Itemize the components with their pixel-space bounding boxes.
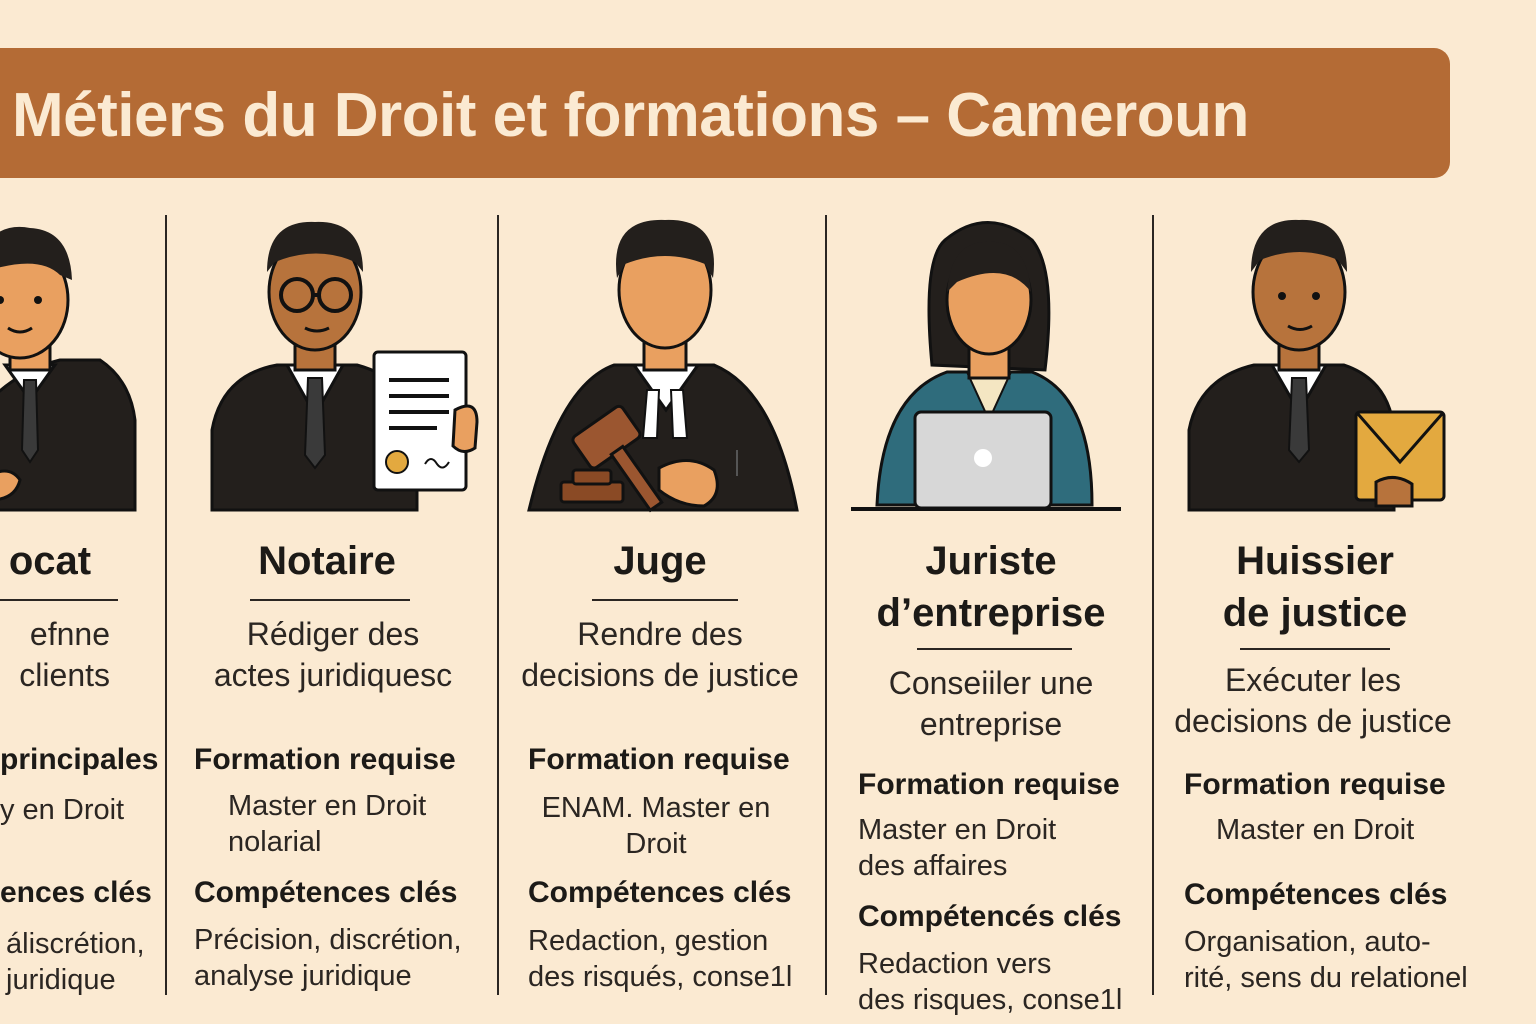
formation-text: y en Droit — [0, 794, 125, 826]
column-divider — [825, 215, 827, 995]
profession-description: Rendre des decisions de justice — [521, 616, 799, 693]
skills-heading: ences clés — [0, 876, 152, 909]
profession-card-huissier: Huissier de justice Exécuter les decisio… — [1154, 200, 1536, 1024]
profession-title: Juge — [613, 539, 707, 583]
profession-description: Exécuter les decisions de justice — [1174, 662, 1452, 739]
title-underline — [0, 599, 118, 601]
profession-card-notaire: Notaire Rédiger des actes juridiquesc Fo… — [167, 200, 497, 1024]
skills-text: áliscrétion, juridique — [6, 928, 145, 996]
formation-heading: Formation requise — [528, 743, 790, 776]
formation-heading: Formation requise — [858, 768, 1120, 801]
profession-card-avocat: ocat efnne clients principales y en Droi… — [0, 200, 165, 1024]
title-banner — [0, 48, 1450, 178]
corporate-lawyer-icon — [851, 221, 1121, 511]
profession-description: efnne clients — [19, 616, 110, 693]
formation-text: Master en Droit — [1216, 814, 1415, 846]
title-underline — [250, 599, 410, 601]
column-divider — [497, 215, 499, 995]
skills-text: Organisation, auto- rité, sens du relati… — [1184, 926, 1468, 994]
lawyer-icon — [0, 226, 137, 512]
profession-card-juriste-entreprise: Juriste d’entreprise Conseiiler une entr… — [827, 200, 1152, 1024]
skills-heading: Compétences clés — [194, 876, 458, 909]
formation-text: Master en Droit des affaires — [858, 814, 1057, 882]
skills-heading: Compétencés clés — [858, 900, 1122, 933]
formation-heading: principales — [0, 743, 159, 776]
notary-icon — [210, 221, 479, 512]
skills-heading: Compétences clés — [528, 876, 792, 909]
title-underline — [917, 648, 1072, 650]
formation-heading: Formation requise — [194, 743, 456, 776]
skills-text: Redaction vers des risques, conse1l — [858, 948, 1123, 1016]
skills-text: Redaction, gestion des risqués, conse1l — [528, 925, 793, 993]
profession-description: Conseiiler une entreprise — [888, 665, 1094, 742]
title-underline — [592, 599, 738, 601]
profession-title: Huissier de justice — [1222, 539, 1408, 635]
profession-description: Rédiger des actes juridiquesc — [213, 616, 453, 693]
judge-icon — [527, 219, 799, 513]
column-divider — [1152, 215, 1154, 995]
page-title: Métiers du Droit et formations – Camerou… — [12, 81, 1249, 150]
formation-text: Master en Droit nolarial — [228, 790, 427, 858]
profession-title: Notaire — [258, 539, 396, 583]
skills-heading: Compétences clés — [1184, 878, 1448, 911]
profession-card-juge: Juge Rendre des decisions de justice For… — [499, 200, 825, 1024]
formation-heading: Formation requise — [1184, 768, 1446, 801]
skills-text: Précision, discrétion, analyse juridique — [194, 924, 462, 992]
profession-title: Juriste d’entreprise — [876, 539, 1106, 635]
column-divider — [165, 215, 167, 995]
formation-text: ENAM. Master en Droit — [541, 792, 771, 860]
bailiff-icon — [1187, 219, 1446, 512]
title-underline — [1240, 648, 1390, 650]
profession-title: ocat — [8, 539, 92, 583]
